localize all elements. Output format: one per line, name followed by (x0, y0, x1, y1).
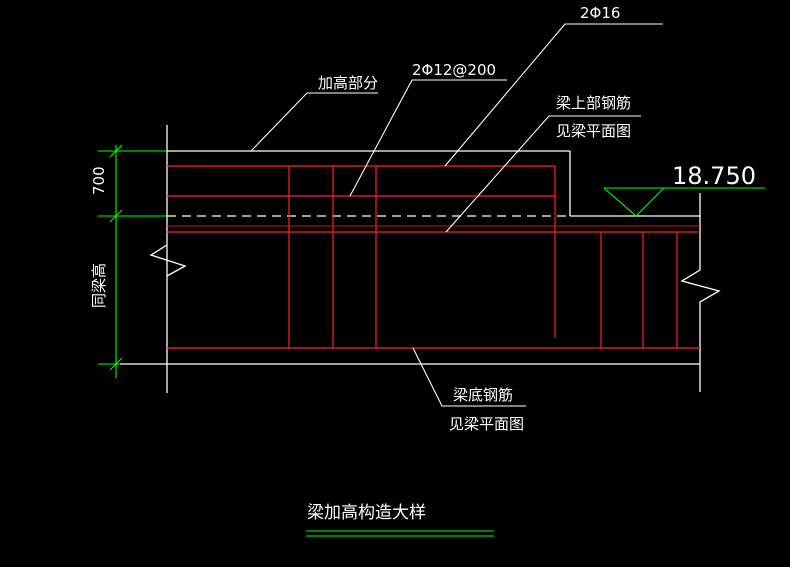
label-2phi16: 2Φ16 (580, 4, 620, 22)
label-dim-beam-height: 同梁高 (90, 263, 108, 308)
leader-2phi16 (444, 23, 663, 167)
drawing-title: 梁加高构造大样 (307, 503, 426, 523)
label-beam-top-rebar-line1: 梁上部钢筋 (556, 94, 631, 112)
leader-lines (250, 23, 663, 407)
label-elevation: 18.750 (672, 162, 756, 190)
left-break-line (149, 244, 187, 277)
label-beam-bottom-rebar-line1: 梁底钢筋 (453, 386, 513, 404)
label-dim-700: 700 (90, 166, 108, 195)
label-beam-bottom-rebar-line2: 见梁平面图 (449, 415, 524, 433)
leader-2phi12 (349, 79, 507, 197)
dimension-group (98, 144, 765, 537)
leader-beam-bottom-rebar (412, 347, 526, 407)
label-raised-part: 加高部分 (318, 74, 378, 92)
right-break-line (680, 193, 721, 392)
dim-tick-mid (109, 209, 123, 223)
elevation-triangle (603, 187, 665, 217)
raised-top-bar (167, 165, 556, 232)
label-beam-top-rebar-line2: 见梁平面图 (556, 122, 631, 140)
leader-raised-part (250, 92, 378, 152)
dim-tick-bottom (109, 357, 123, 371)
label-2phi12-at-200: 2Φ12@200 (412, 61, 496, 79)
leader-beam-top-rebar (445, 115, 641, 233)
rebar-group (167, 165, 700, 349)
dim-tick-top (109, 144, 123, 158)
concrete-outline (120, 125, 721, 393)
